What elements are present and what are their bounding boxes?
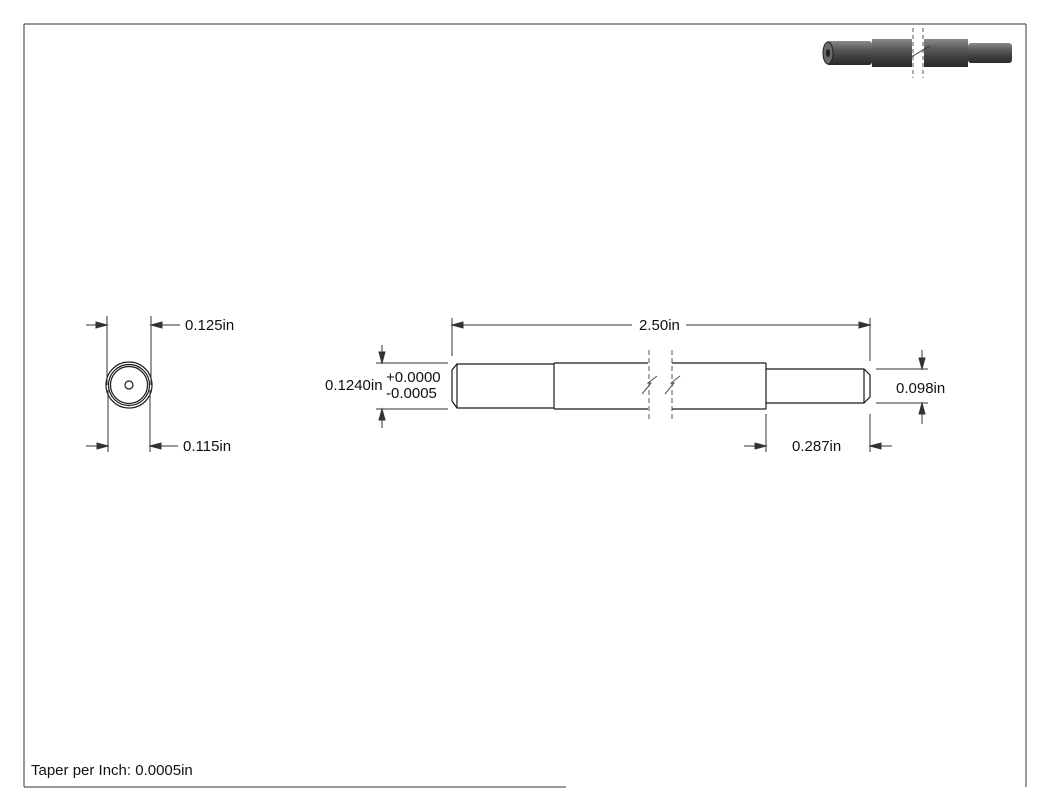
side-view <box>451 362 871 410</box>
dim-tip-diameter: 0.098in <box>896 380 945 397</box>
dim-inner-diameter: 0.115in <box>183 438 231 455</box>
dim-tolerance-plus: +0.0000 <box>386 369 441 386</box>
drawing-border <box>23 23 1027 788</box>
taper-note: Taper per Inch: 0.0005in <box>31 762 193 779</box>
dim-tip-length: 0.287in <box>792 438 841 455</box>
break-lines <box>641 350 681 422</box>
dim-body-diameter: 0.1240in <box>325 377 383 394</box>
dim-outer-diameter: 0.125in <box>185 317 234 334</box>
part-render <box>822 28 1012 78</box>
end-view <box>105 361 153 409</box>
side-view-dimensions <box>376 318 928 452</box>
dim-overall-length: 2.50in <box>639 317 680 334</box>
dim-tolerance-minus: -0.0005 <box>386 385 437 402</box>
end-view-dimensions <box>86 316 180 452</box>
